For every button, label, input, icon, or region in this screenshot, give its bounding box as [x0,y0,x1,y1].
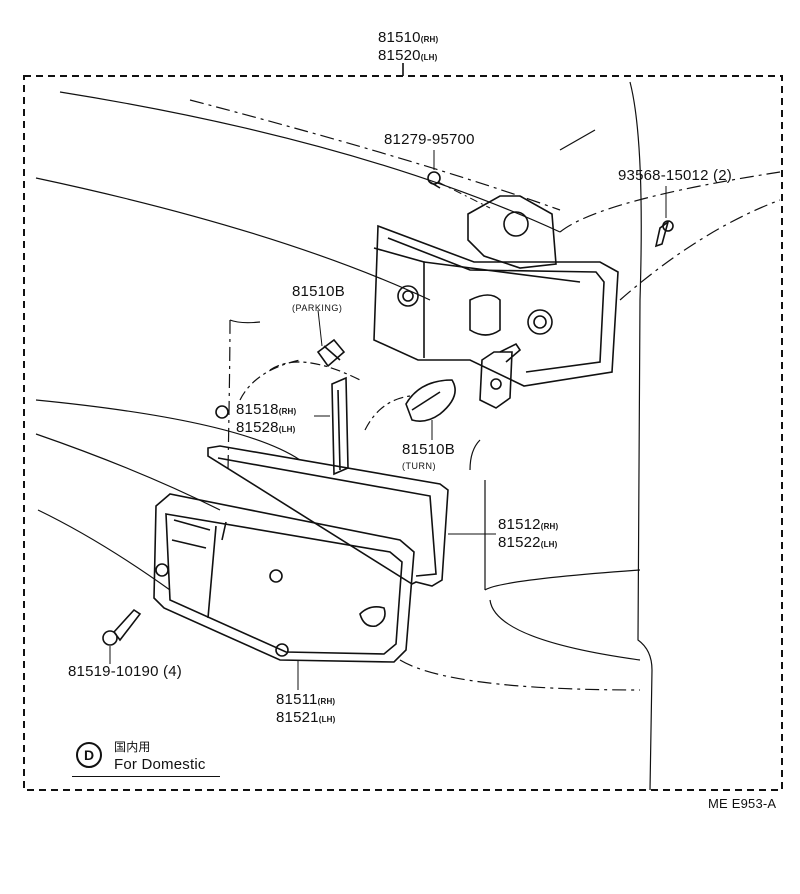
domestic-legend-jp: 国内用 [114,740,151,754]
turn-bulb-icon [405,379,456,422]
gasket-large-lh-tag: (LH) [540,540,558,549]
small-gasket-icon [331,376,349,476]
lens-rh-tag: (RH) [317,697,336,706]
domestic-legend-en: For Domestic [114,756,206,773]
screw-lens-part: 81519-10190 [68,663,159,680]
lens-label: 81511(RH) 81521(LH) [276,692,336,728]
bulb-turn-label: 81510B (TURN) [402,442,455,474]
assembly-lh-tag: (LH) [420,53,438,62]
gasket-small-lh-tag: (LH) [278,425,296,434]
screw-right-qty: (2) [713,167,732,184]
domestic-legend-mark: D [76,742,102,768]
gasket-large-rh-tag: (RH) [540,522,559,531]
assembly-rh-number: 81510 [378,29,421,46]
bulb-parking-label: 81510B (PARKING) [292,284,345,316]
drawing-code: ME E953-A [708,796,777,811]
screw-top-part: 81279-95700 [384,131,475,148]
screw-top-icon [427,171,441,189]
gasket-small-rh: 81518 [236,401,279,418]
gasket-small-lh: 81528 [236,419,279,436]
gasket-small-label: 81518(RH) 81528(LH) [236,402,296,438]
parking-bulb-icon [316,338,346,368]
gasket-large-rh: 81512 [498,516,541,533]
lens-lh: 81521 [276,709,319,726]
lens-icon [153,493,415,663]
lens-rh: 81511 [276,691,318,708]
screw-lens-label: 81519-10190 (4) [68,664,182,680]
screw-top-label: 81279-95700 [384,132,475,148]
screw-right-icon [654,219,674,248]
grommet-icon [215,405,229,419]
legend-underline [72,776,220,777]
screw-right-part: 93568-15012 [618,167,709,184]
gasket-small-rh-tag: (RH) [278,407,297,416]
assembly-lh-number: 81520 [378,47,421,64]
body-contours [35,81,781,791]
assembly-label: 81510(RH) 81520(LH) [378,30,438,66]
bulb-turn-note: (TURN) [402,461,436,471]
screw-right-label: 93568-15012 (2) [618,168,732,184]
large-gasket-icon [207,445,449,587]
assembly-rh-tag: (RH) [420,35,439,44]
gasket-large-lh: 81522 [498,534,541,551]
lamp-housing [373,195,619,409]
lens-screw-icon [102,608,142,646]
lens-lh-tag: (LH) [318,715,336,724]
bulb-turn-part: 81510B [402,441,455,458]
bulb-parking-note: (PARKING) [292,303,343,313]
gasket-large-label: 81512(RH) 81522(LH) [498,517,558,553]
bulb-parking-part: 81510B [292,283,345,300]
screw-lens-qty: (4) [163,663,182,680]
